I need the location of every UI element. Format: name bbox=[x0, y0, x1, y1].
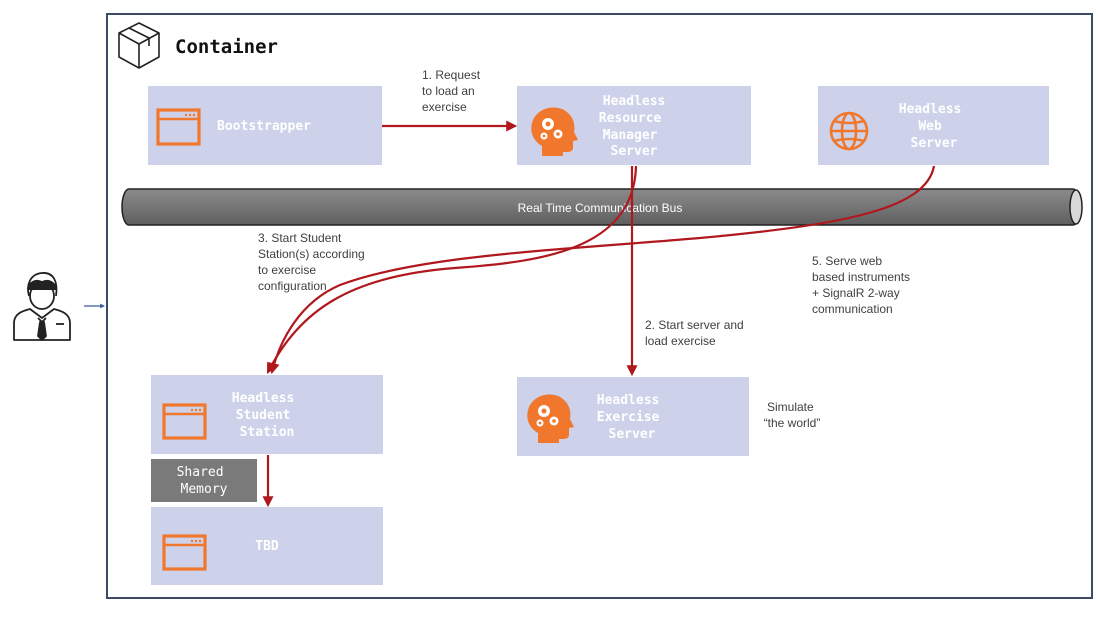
bootstrapper-node[interactable]: Bootstrapper bbox=[148, 86, 382, 165]
arrow-resource-manager-to-student-station bbox=[266, 165, 638, 374]
student-station-label-2: Student bbox=[236, 408, 291, 423]
step5-line-1: 5. Serve web bbox=[812, 254, 882, 268]
exercise-server-label-3: Server bbox=[609, 427, 656, 442]
svg-text:Simulate “the world”: Simulate “the world” bbox=[764, 400, 821, 430]
shared-memory-label-1: Shared bbox=[177, 465, 224, 480]
tbd-node[interactable]: TBD bbox=[151, 507, 383, 585]
bootstrapper-label: Bootstrapper bbox=[217, 119, 311, 134]
shared-memory-label-2: Memory bbox=[181, 482, 228, 497]
exercise-server-label-2: Exercise bbox=[597, 410, 660, 425]
simulate-line-2: “the world” bbox=[764, 416, 821, 430]
arrow-web-server-to-student-station bbox=[268, 165, 936, 375]
svg-text:Shared Memory: Shared Memory bbox=[177, 465, 232, 497]
student-station-label-3: Station bbox=[240, 425, 295, 440]
step3-line-1: 3. Start Student bbox=[258, 231, 342, 245]
container-box-icon bbox=[118, 22, 160, 69]
resource-manager-node[interactable]: Headless Resource Manager Server bbox=[517, 86, 751, 165]
tbd-label: TBD bbox=[255, 539, 279, 554]
svg-text:1. Request to load an: 1. Request to load an exercise bbox=[422, 68, 483, 114]
step3-line-4: configuration bbox=[258, 279, 327, 293]
step1-line-1: 1. Request bbox=[422, 68, 481, 82]
app-window-icon bbox=[162, 534, 207, 571]
app-window-icon bbox=[162, 403, 207, 440]
resource-manager-label-3: Manager bbox=[603, 128, 658, 143]
head-gears-icon bbox=[527, 394, 574, 443]
web-server-label-1: Headless bbox=[899, 102, 962, 117]
step5-line-2: based instruments bbox=[812, 270, 910, 284]
exercise-server-node[interactable]: Headless Exercise Server bbox=[517, 377, 749, 456]
step3-line-3: to exercise bbox=[258, 263, 316, 277]
container-frame bbox=[106, 13, 1093, 599]
businessman-icon bbox=[13, 272, 71, 341]
svg-text:Headless Student S: Headless Student Station bbox=[232, 391, 302, 440]
globe-icon bbox=[829, 111, 869, 151]
shared-memory-block: Shared Memory bbox=[151, 459, 257, 502]
resource-manager-label-1: Headless bbox=[603, 94, 666, 109]
web-server-label-3: Server bbox=[911, 136, 958, 151]
svg-text:Headless Resource: Headless Resource Manager Server bbox=[599, 94, 673, 159]
head-gears-icon bbox=[531, 107, 578, 156]
resource-manager-label-2: Resource bbox=[599, 111, 662, 126]
student-station-label-1: Headless bbox=[232, 391, 295, 406]
student-station-node[interactable]: Headless Student Station bbox=[151, 375, 383, 454]
svg-text:5. Serve web based instrum: 5. Serve web based instruments + SignalR… bbox=[812, 254, 913, 316]
arrows bbox=[262, 120, 936, 508]
bus-label: Real Time Communication Bus bbox=[518, 201, 683, 215]
step5-line-3: + SignalR 2-way bbox=[812, 286, 900, 300]
resource-manager-label-4: Server bbox=[611, 144, 658, 159]
container-title: Container bbox=[175, 36, 278, 58]
simulate-line-1: Simulate bbox=[767, 400, 814, 414]
svg-text:3. Start Student Station(s: 3. Start Student Station(s) according to… bbox=[258, 231, 368, 293]
web-server-node[interactable]: Headless Web Server bbox=[818, 86, 1049, 165]
web-server-label-2: Web bbox=[918, 119, 942, 134]
svg-text:Headless Exercise: Headless Exercise Server bbox=[597, 393, 667, 442]
step5-line-4: communication bbox=[812, 302, 893, 316]
step3-line-2: Station(s) according bbox=[258, 247, 365, 261]
step2-line-1: 2. Start server and bbox=[645, 318, 744, 332]
app-window-icon bbox=[156, 108, 201, 146]
svg-text:2. Start server and load e: 2. Start server and load exercise bbox=[645, 318, 747, 348]
step1-line-2: to load an bbox=[422, 84, 475, 98]
step2-line-2: load exercise bbox=[645, 334, 716, 348]
svg-text:Headless Web Serve: Headless Web Server bbox=[899, 102, 969, 151]
exercise-server-label-1: Headless bbox=[597, 393, 660, 408]
step1-line-3: exercise bbox=[422, 100, 467, 114]
communication-bus: Real Time Communication Bus bbox=[121, 188, 1083, 226]
